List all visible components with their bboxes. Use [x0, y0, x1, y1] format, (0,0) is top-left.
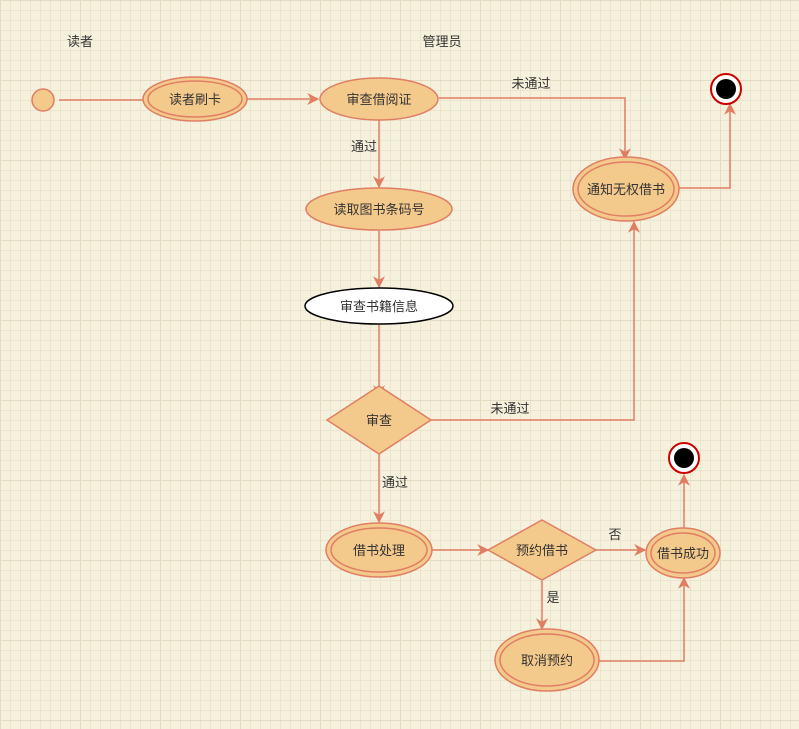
node-check-book-label: 审查书籍信息 [340, 299, 418, 315]
node-cancel-reserve-label: 取消预约 [521, 654, 573, 669]
decision-review: 审查 [325, 385, 433, 455]
node-loan-success-label: 借书成功 [657, 547, 709, 562]
node-swipe-card-label: 读者刷卡 [169, 93, 221, 108]
end-node-bottom [668, 442, 700, 474]
node-notify-denied: 通知无权借书 [572, 156, 680, 222]
label-card-pass: 通过 [351, 140, 377, 155]
label-reserve-no: 否 [608, 528, 621, 543]
decision-review-label: 审查 [366, 414, 392, 429]
node-process-loan-label: 借书处理 [353, 544, 405, 559]
label-reserve-yes: 是 [546, 591, 559, 606]
node-scan-barcode-label: 读取图书条码号 [333, 202, 424, 218]
node-check-book: 审查书籍信息 [304, 287, 454, 325]
edge-review-fail [431, 220, 640, 421]
label-review-fail: 未通过 [490, 402, 529, 417]
end-node-top [710, 73, 742, 105]
node-scan-barcode: 读取图书条码号 [305, 187, 453, 231]
node-check-card-label: 审查借阅证 [346, 93, 411, 108]
edge-cancel-to-success [598, 576, 690, 662]
lane-title-reader: 读者 [67, 35, 93, 50]
node-swipe-card: 读者刷卡 [142, 76, 248, 122]
node-notify-denied-label: 通知无权借书 [587, 182, 665, 198]
lane-title-admin: 管理员 [422, 35, 461, 50]
edge-notify-to-end [678, 102, 736, 189]
decision-reserve-label: 预约借书 [516, 544, 568, 559]
edges [59, 93, 736, 662]
edge-check-card-fail [439, 97, 631, 161]
label-review-pass: 通过 [382, 476, 408, 491]
start-node [31, 88, 55, 112]
label-card-fail: 未通过 [511, 77, 550, 92]
node-cancel-reserve: 取消预约 [494, 628, 600, 692]
node-loan-success: 借书成功 [645, 527, 721, 579]
node-process-loan: 借书处理 [325, 522, 433, 578]
node-check-card: 审查借阅证 [319, 77, 439, 121]
decision-reserve: 预约借书 [486, 519, 598, 581]
